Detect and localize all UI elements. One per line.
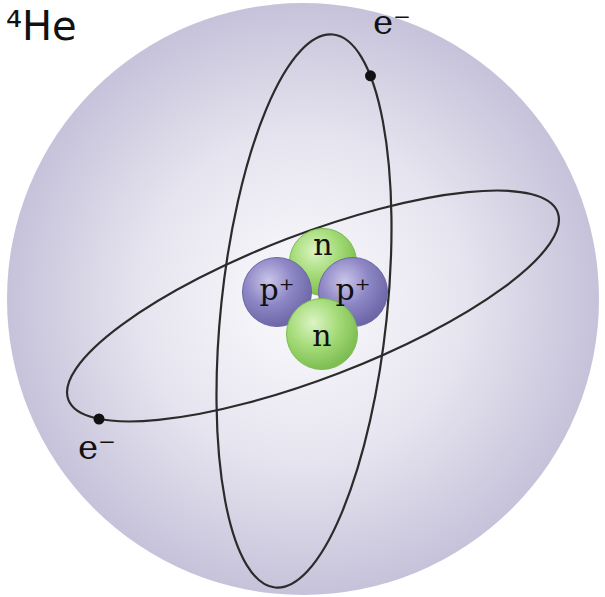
neutron-label: n — [312, 321, 331, 351]
electron-dot — [94, 414, 105, 425]
electron-cloud — [7, 3, 599, 595]
isotope-symbol: ⁴He — [6, 6, 77, 46]
electron-label: e⁻ — [373, 5, 411, 39]
electron-orbit — [43, 145, 584, 467]
neutron-ball: n — [286, 298, 358, 370]
electron-orbit — [192, 26, 415, 596]
neutron-label: n — [313, 230, 332, 260]
neutron-circle — [287, 299, 358, 370]
proton-label: p⁺ — [335, 275, 370, 305]
electron-dot — [365, 70, 376, 81]
proton-label: p⁺ — [259, 275, 294, 305]
electron-label: e⁻ — [78, 430, 116, 464]
